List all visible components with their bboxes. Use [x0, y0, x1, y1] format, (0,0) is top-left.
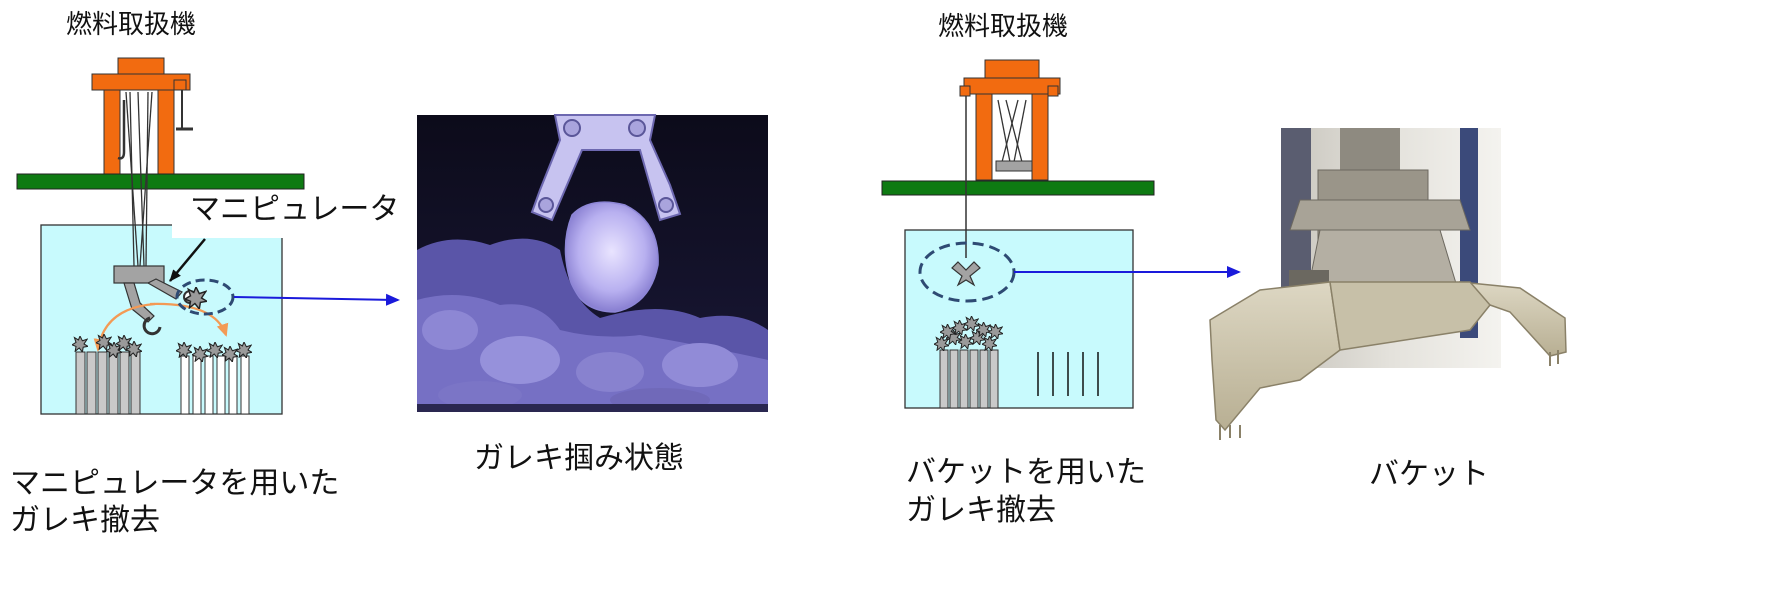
right-fuel-handling-machine: [959, 59, 1061, 181]
rubble-photo-caption: ガレキ掴み状態: [474, 441, 684, 476]
right-caption-line1: バケットを用いた: [906, 455, 1146, 490]
left-fuel-handling-machine: [91, 57, 193, 175]
right-machine-label: 燃料取扱機: [938, 12, 1069, 42]
bucket-photo: [1209, 128, 1567, 440]
right-pool: [904, 229, 1134, 409]
orange-transfer-arrow-right: [149, 302, 229, 337]
left-mast-cables: [125, 91, 153, 267]
manipulator-callout-arrow: [169, 238, 206, 282]
left-machine-label: 燃料取扱機: [66, 10, 197, 40]
manipulator-callout-label: マニピュレータ: [172, 192, 399, 238]
left-caption-line2: ガレキ撤去: [10, 503, 160, 538]
right-operating-floor: [881, 180, 1155, 196]
bucket-photo-caption: バケット: [1369, 457, 1489, 492]
left-operating-floor: [16, 173, 305, 190]
right-caption-line2: ガレキ撤去: [906, 493, 1056, 528]
left-dashed-ring: [175, 278, 235, 316]
right-fuel-rack-gray: [939, 349, 999, 409]
rubble-grab-photo: [417, 114, 768, 412]
right-empty-rack-lines: [1037, 352, 1099, 396]
blue-arrow-to-photo-left: [233, 293, 400, 306]
bucket-icon: [951, 261, 981, 287]
left-caption-line1: マニピュレータを用いた: [10, 466, 340, 501]
